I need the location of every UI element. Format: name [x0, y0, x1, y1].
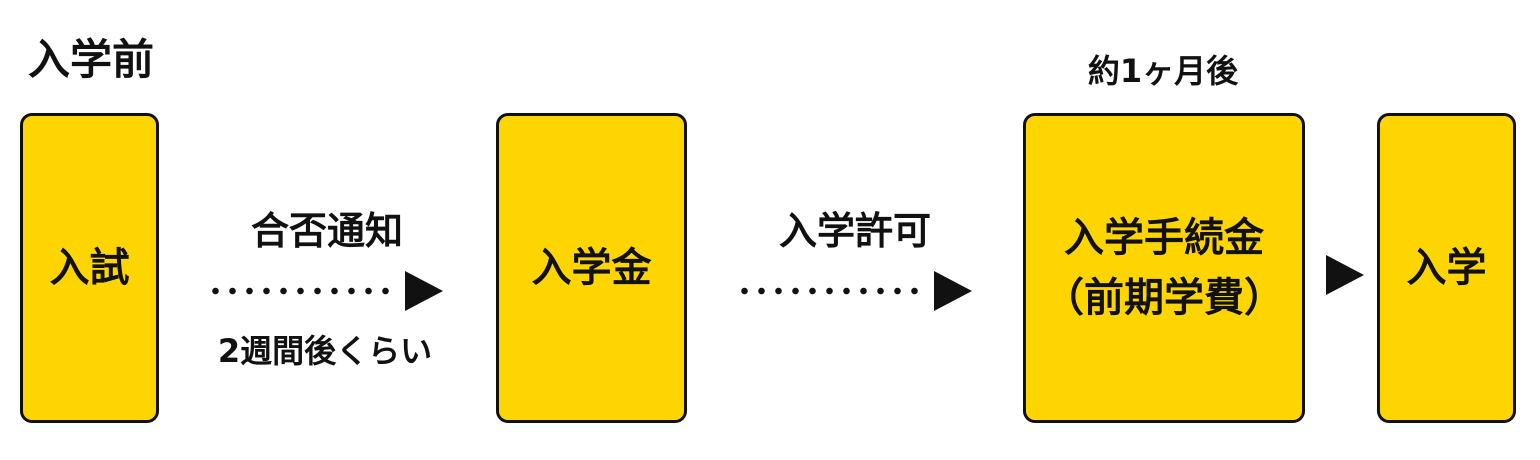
step-exam: 入試 [20, 113, 159, 423]
transition-label-below: 2週間後くらい [217, 332, 433, 370]
step-label: 入学金 [531, 245, 652, 291]
arrow-right-icon [405, 271, 443, 311]
arrow-right-icon [1326, 255, 1364, 295]
step-label: 入学 [1406, 245, 1487, 291]
timing-note: 約1ヶ月後 [1087, 52, 1239, 90]
transition-label-above: 合否通知 [250, 209, 403, 253]
transition-label-above: 入学許可 [778, 209, 931, 253]
step-admission-fee: 入学金 [496, 113, 687, 423]
dotted-line [207, 287, 397, 295]
step-enrollment: 入学 [1377, 113, 1516, 423]
step-sublabel: （前期学費） [1044, 275, 1284, 321]
step-enrollment-fee: 入学手続金 （前期学費） [1023, 113, 1305, 423]
arrow-right-icon [934, 271, 972, 311]
diagram-title: 入学前 [28, 35, 155, 84]
step-label: 入試 [49, 245, 130, 291]
step-label: 入学手続金 [1064, 215, 1264, 261]
dotted-line [736, 287, 926, 295]
